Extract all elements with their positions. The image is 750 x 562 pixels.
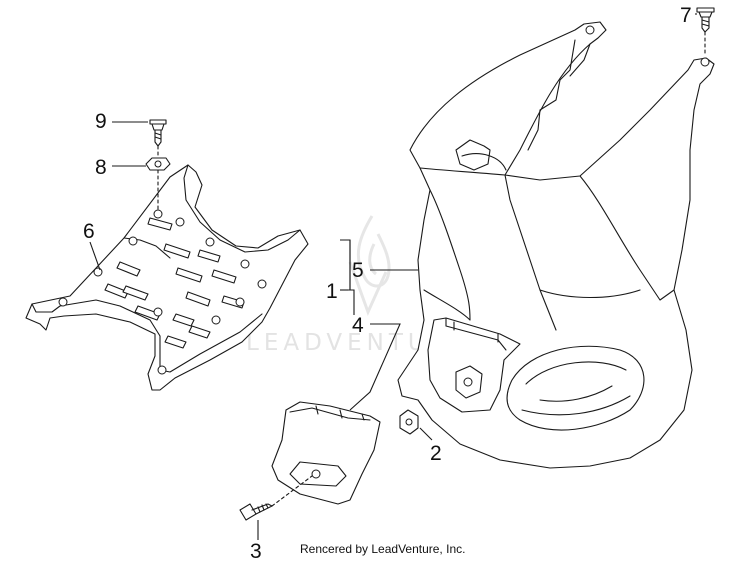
callout-5: 5 (352, 259, 364, 282)
panel-holes (58, 209, 267, 375)
callout-9: 9 (95, 110, 107, 133)
callout-7: 7 (680, 4, 692, 27)
callout-6: 6 (83, 220, 95, 243)
screw-part-3 (239, 475, 313, 521)
panel-slots (104, 217, 245, 349)
callout-1: 1 (326, 280, 338, 303)
callout-2: 2 (430, 442, 442, 465)
screw-part-9 (149, 119, 167, 157)
callout-3: 3 (250, 540, 262, 562)
nut-clip-part-8 (145, 157, 171, 213)
footer-credit: Rencered by LeadVenture, Inc. (300, 542, 465, 556)
front-body-cover-part-5 (397, 21, 715, 469)
callout-8: 8 (95, 156, 107, 179)
floor-panel-part-6 (25, 164, 309, 391)
flame-logo-icon (348, 215, 391, 316)
callout-labels: 7 9 8 6 5 1 4 2 3 (83, 4, 692, 562)
screw-part-7 (696, 7, 715, 57)
leader-lines (89, 13, 697, 540)
callout-4: 4 (352, 314, 364, 337)
lower-lid-part-4 (271, 401, 381, 505)
nut-clip-part-2 (399, 409, 419, 435)
